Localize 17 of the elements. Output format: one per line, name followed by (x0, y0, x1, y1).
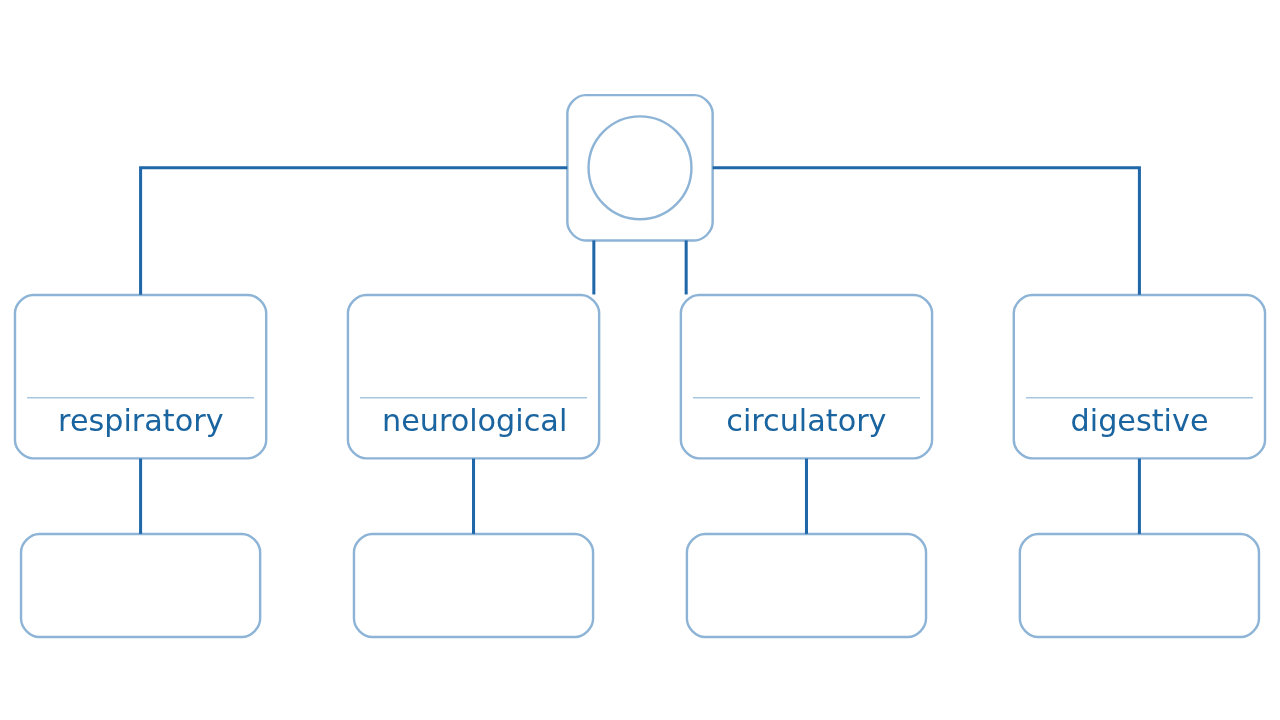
node-box: respiratory (13, 293, 268, 460)
connector (472, 458, 476, 534)
node-box: digestive (1012, 293, 1267, 460)
connector (139, 458, 143, 534)
connector (139, 166, 568, 295)
node-box (352, 532, 595, 639)
node-box: neurological (346, 293, 601, 460)
node-box (1018, 532, 1261, 639)
connector (1137, 458, 1141, 534)
node-box: circulatory (679, 293, 934, 460)
node-box (19, 532, 262, 639)
connector (684, 240, 688, 295)
node-circle (587, 115, 693, 221)
node-box (685, 532, 928, 639)
connector (712, 166, 1141, 295)
connector (592, 240, 596, 295)
connector (804, 458, 808, 534)
